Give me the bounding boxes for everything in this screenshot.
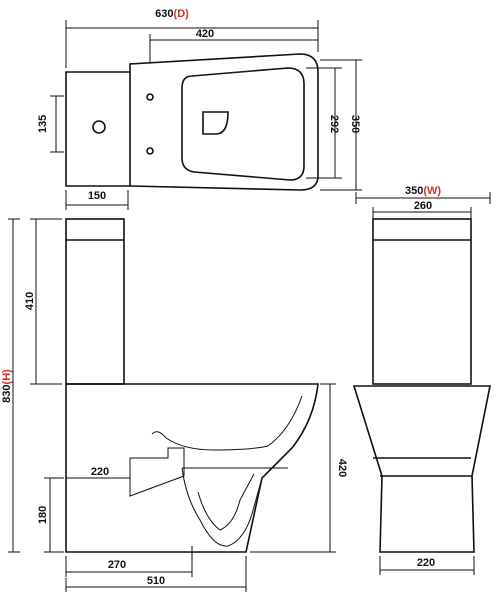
label-overall-height: 830	[1, 384, 13, 402]
side-pan-outline	[65, 383, 319, 553]
label-foot-width: 220	[417, 557, 435, 569]
label-pan-width: 292	[328, 115, 340, 133]
dim-cistern-offset: 135	[37, 95, 64, 153]
plan-flush-button	[92, 120, 106, 134]
dim-front-overall-width: 350(W)	[355, 185, 491, 204]
side-trapway-inner	[197, 473, 255, 531]
dim-outlet-height: 180	[37, 477, 64, 553]
code-height: (H)	[1, 369, 13, 385]
dim-overall-height: 830(H)	[1, 218, 20, 553]
dim-pan-width: 292	[306, 67, 342, 179]
plan-seat-fixing-right	[146, 147, 154, 155]
side-bowl-interior	[151, 395, 303, 451]
code-depth: (D)	[174, 8, 190, 20]
label-plan-overall-width: 350	[349, 115, 361, 133]
dim-cistern-width: 260	[372, 200, 472, 219]
dim-pan-depth: 510	[65, 556, 247, 592]
plan-view: 630(D) 420 135 292 350	[37, 8, 362, 210]
label-pan-depth: 510	[147, 575, 165, 587]
front-cistern	[372, 218, 472, 385]
label-cistern-width: 260	[414, 200, 432, 212]
plan-bowl-rim	[181, 67, 305, 181]
dim-cistern-height: 410	[24, 218, 62, 385]
label-outlet-height: 180	[37, 506, 49, 524]
dim-foot-width: 220	[379, 556, 475, 575]
label-outlet-projection: 220	[91, 466, 109, 478]
dim-outlet-centre: 270	[65, 546, 193, 577]
front-view: 350(W) 260 220	[352, 185, 491, 575]
label-pan-length: 420	[196, 28, 214, 40]
dim-plan-overall-width: 350	[320, 59, 362, 191]
front-pan-outline	[352, 385, 491, 553]
label-cistern-offset: 135	[37, 115, 49, 133]
label-front-overall-width: 350	[405, 185, 423, 197]
label-overall-length: 630	[155, 8, 173, 20]
dim-pan-height: 420	[250, 383, 348, 553]
side-trapway	[129, 447, 263, 547]
side-cistern	[65, 218, 125, 385]
dim-pan-length: 420	[149, 28, 318, 62]
plan-outlet-hole	[202, 111, 229, 135]
dim-overall-length: 630(D)	[65, 8, 319, 68]
dim-inlet-distance: 150	[65, 190, 129, 210]
label-inlet-distance: 150	[88, 190, 106, 202]
label-pan-height: 420	[336, 459, 348, 477]
side-view: 830(H) 410 180 420 220	[1, 218, 348, 592]
code-width: (W)	[423, 185, 441, 197]
label-cistern-height: 410	[24, 292, 36, 310]
svg-text:630(D): 630(D)	[155, 8, 189, 20]
label-outlet-centre: 270	[108, 559, 126, 571]
plan-outline	[65, 53, 319, 191]
plan-seat-fixing-left	[146, 93, 154, 101]
svg-text:350(W): 350(W)	[405, 185, 441, 197]
svg-text:830(H): 830(H)	[1, 369, 13, 403]
